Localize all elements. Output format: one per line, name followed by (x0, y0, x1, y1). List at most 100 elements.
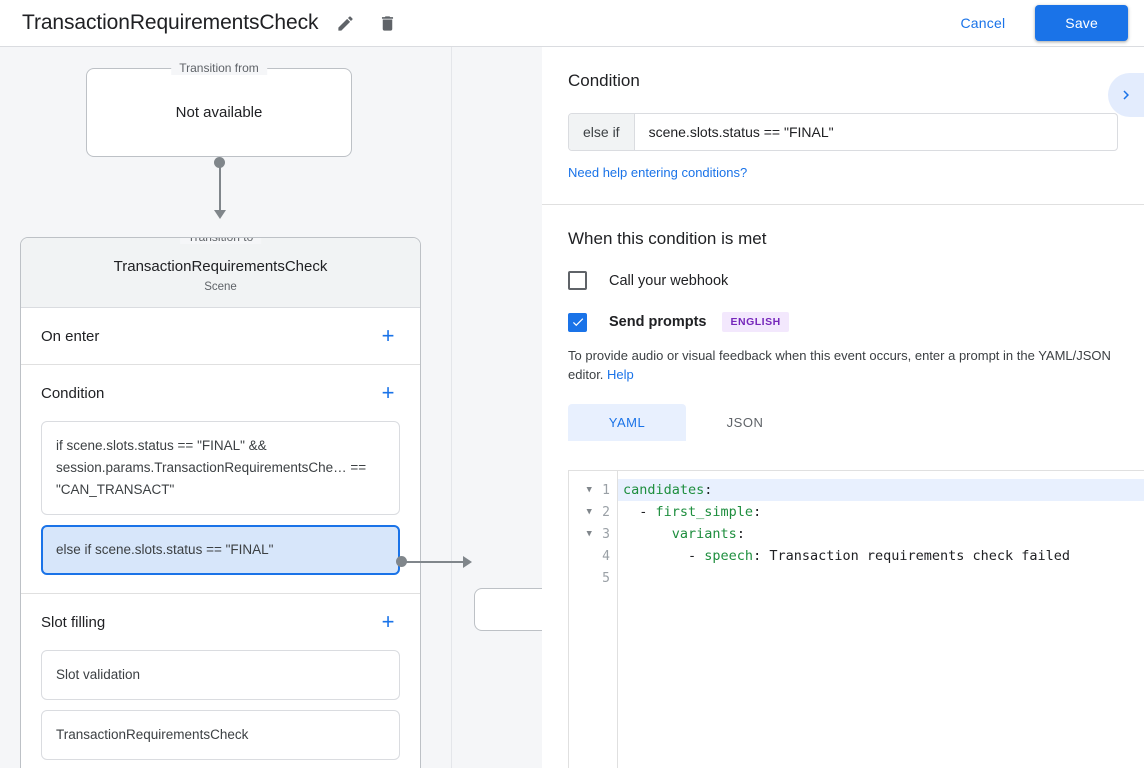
code-line (618, 567, 1144, 589)
tab-json[interactable]: JSON (686, 404, 804, 441)
when-condition-met-section: When this condition is met Call your web… (542, 205, 1144, 441)
code-token: : (753, 504, 762, 520)
transition-to-node[interactable]: Transition to TransactionRequirementsChe… (20, 237, 421, 768)
code-editor[interactable]: ▼1 ▼2 ▼3 ▼4 ▼5 candidates: - first_simpl… (568, 470, 1144, 768)
condition-item[interactable]: if scene.slots.status == "FINAL" && sess… (41, 421, 400, 515)
delete-button[interactable] (372, 8, 402, 38)
transition-from-node[interactable]: Transition from Not available (86, 61, 352, 157)
prompts-help-link[interactable]: Help (607, 367, 634, 382)
fold-toggle-icon[interactable]: ▼ (586, 529, 592, 539)
app-header: TransactionRequirementsCheck Cancel Save (0, 0, 1144, 47)
add-on-enter-button[interactable]: + (376, 324, 400, 348)
line-number: 1 (602, 482, 610, 498)
canvas-lane-divider (451, 47, 452, 768)
scene-header: TransactionRequirementsCheck Scene (21, 238, 420, 308)
condition-prefix-label: else if (569, 114, 635, 150)
trash-icon (381, 15, 393, 31)
connector-arrow-right (463, 556, 472, 568)
section-condition-header: Condition + (41, 365, 400, 421)
scene-type: Scene (204, 281, 237, 293)
section-on-enter-header: On enter + (41, 308, 400, 364)
next-target-node[interactable] (474, 588, 542, 631)
gutter-line: ▼4 (569, 545, 617, 567)
edit-name-button[interactable] (330, 8, 360, 38)
add-condition-button[interactable]: + (376, 381, 400, 405)
gutter-line: ▼5 (569, 567, 617, 589)
code-line: - speech: Transaction requirements check… (618, 545, 1144, 567)
transition-to-legend: Transition to (179, 238, 262, 244)
code-token: variants (671, 526, 737, 542)
webhook-row[interactable]: Call your webhook (568, 271, 1118, 290)
page-title: TransactionRequirementsCheck (22, 11, 319, 34)
code-token: speech (704, 548, 754, 564)
condition-heading: Condition (568, 71, 640, 90)
section-slot-filling-title: Slot filling (41, 613, 106, 631)
cancel-button[interactable]: Cancel (947, 6, 1020, 40)
fold-toggle-icon[interactable]: ▼ (586, 507, 592, 517)
tab-yaml[interactable]: YAML (568, 404, 686, 441)
section-slot-filling-header: Slot filling + (41, 594, 400, 650)
code-token: : (704, 482, 713, 498)
when-condition-met-heading: When this condition is met (568, 229, 767, 248)
section-on-enter-title: On enter (41, 327, 100, 345)
connector-dot-top (214, 157, 225, 168)
code-token: - (623, 548, 705, 564)
flow-canvas[interactable]: Transition from Not available Transition… (0, 47, 542, 768)
details-panel: Condition else if Need help entering con… (542, 47, 1144, 768)
section-on-enter: On enter + (21, 308, 420, 365)
section-slot-filling: Slot filling + Slot validation Transacti… (21, 594, 420, 768)
code-token: : (736, 526, 745, 542)
collapse-panel-button[interactable] (1108, 73, 1144, 117)
transition-from-legend: Transition from (171, 61, 267, 75)
connector-line-vertical (219, 163, 221, 212)
call-webhook-label: Call your webhook (609, 272, 729, 289)
editor-code-area[interactable]: candidates: - first_simple: variants: - … (618, 471, 1144, 768)
send-prompts-label: Send prompts (609, 314, 707, 330)
save-button[interactable]: Save (1035, 5, 1128, 41)
condition-list: if scene.slots.status == "FINAL" && sess… (41, 421, 400, 593)
code-line: variants: (618, 523, 1144, 545)
prompts-description-text: To provide audio or visual feedback when… (568, 348, 1111, 382)
send-prompts-checkbox[interactable] (568, 312, 587, 332)
call-webhook-checkbox[interactable] (568, 271, 587, 290)
fold-toggle-icon[interactable]: ▼ (586, 485, 592, 495)
code-token: - (623, 504, 656, 520)
code-token: : Transaction requirements check failed (753, 548, 1071, 564)
language-badge: ENGLISH (722, 312, 789, 332)
slot-filling-list: Slot validation TransactionRequirementsC… (41, 650, 400, 768)
connector-line-horizontal (402, 561, 465, 563)
add-slot-filling-button[interactable]: + (376, 610, 400, 634)
line-number: 4 (602, 548, 610, 564)
code-token: candidates (623, 482, 705, 498)
editor-format-tabs: YAML JSON (568, 404, 1118, 441)
chevron-right-icon (1123, 90, 1129, 100)
section-condition: Condition + if scene.slots.status == "FI… (21, 365, 420, 594)
pencil-icon (338, 15, 353, 31)
condition-item-selected[interactable]: else if scene.slots.status == "FINAL" (41, 525, 400, 575)
prompts-description: To provide audio or visual feedback when… (568, 346, 1118, 384)
condition-help-link[interactable]: Need help entering conditions? (568, 165, 748, 180)
slot-filling-item[interactable]: Slot validation (41, 650, 400, 700)
condition-field[interactable]: else if (568, 113, 1118, 151)
line-number: 5 (602, 570, 610, 586)
code-token (623, 526, 672, 542)
gutter-line: ▼3 (569, 523, 617, 545)
condition-section: Condition else if Need help entering con… (542, 47, 1144, 205)
connector-arrow-down (214, 210, 226, 219)
send-prompts-row[interactable]: Send prompts ENGLISH (568, 312, 1118, 332)
gutter-line: ▼1 (569, 479, 617, 501)
check-icon (572, 318, 583, 327)
line-number: 3 (602, 526, 610, 542)
transition-from-value: Not available (175, 104, 263, 121)
gutter-line: ▼2 (569, 501, 617, 523)
line-number: 2 (602, 504, 610, 520)
header-actions: Cancel Save (947, 5, 1144, 41)
panel-divider (542, 204, 1144, 205)
slot-filling-item[interactable]: TransactionRequirementsCheck (41, 710, 400, 760)
scene-name: TransactionRequirementsCheck (113, 258, 328, 275)
editor-gutter: ▼1 ▼2 ▼3 ▼4 ▼5 (569, 471, 618, 768)
condition-expression-input[interactable] (634, 114, 1117, 150)
code-token: first_simple (655, 504, 754, 520)
code-line: - first_simple: (618, 501, 1144, 523)
